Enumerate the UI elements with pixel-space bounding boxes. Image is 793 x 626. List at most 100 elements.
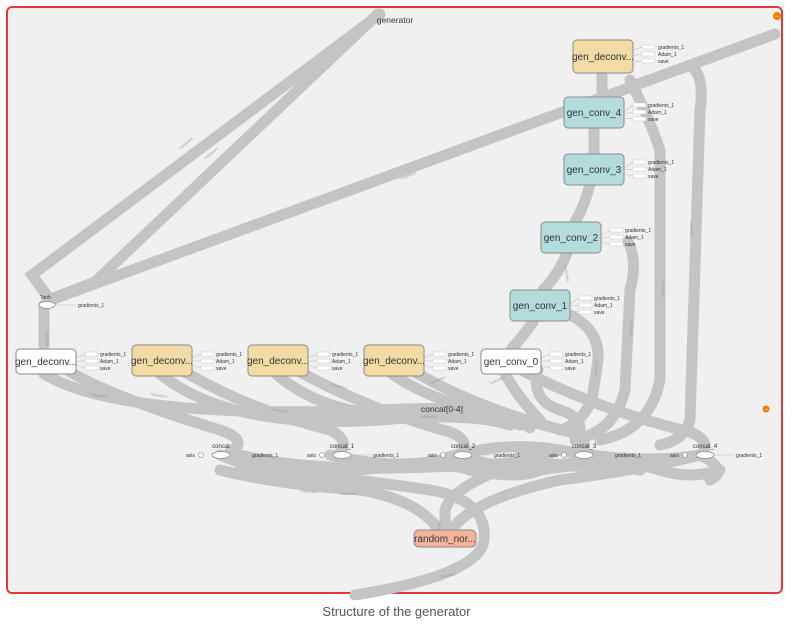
edge-label: ?x64x64x3 (689, 220, 693, 237)
edge (506, 316, 539, 354)
collapse-group-icon-glyph: − (774, 13, 779, 20)
edge-label: ?x64x64x3 (330, 382, 347, 390)
svg-text:gradients_1: gradients_1 (648, 160, 674, 166)
edge (537, 247, 573, 296)
svg-text:save: save (448, 366, 459, 372)
node-label: gen_deconv... (131, 356, 193, 367)
node-label: random_nor... (414, 534, 476, 545)
svg-text:gradients_1: gradients_1 (736, 453, 762, 459)
node-label: gen_deconv... (363, 356, 425, 367)
edge-label: ?x64x64x3 (300, 489, 317, 494)
svg-text:gradients_1: gradients_1 (648, 103, 674, 109)
edge (42, 8, 384, 306)
edge (444, 449, 706, 538)
node-concat-1[interactable]: concat_1 axis gradients_1 (307, 444, 399, 459)
edge-label: ?x64x64x3 (661, 280, 665, 297)
svg-text:gradients_1: gradients_1 (252, 453, 278, 459)
node-gen-conv-2[interactable]: gen_conv_2 (540, 221, 602, 254)
node-concat-3[interactable]: concat_3 axis gradients_1 (549, 444, 641, 459)
node-gen-conv-1[interactable]: gen_conv_1 (509, 289, 571, 322)
node-gen-deconv-row-4[interactable]: gen_deconv... (363, 344, 425, 377)
edge-label: ?x64x64x3 (150, 392, 167, 399)
svg-text:save: save (216, 366, 227, 372)
collapse-group-icon[interactable] (773, 12, 781, 20)
node-gen-deconv-row-2[interactable]: gen_deconv... (131, 344, 193, 377)
node-gen-conv-0[interactable]: gen_conv_0 (480, 348, 542, 375)
edge (24, 8, 386, 303)
node-gen-deconv-row-3[interactable]: gen_deconv... (247, 344, 309, 377)
node-label: gen_deconv... (572, 52, 634, 63)
edge (234, 449, 526, 474)
edge-labels: ?x64x64x3 ?x64x64x3 ?x64x64x3 ?x32x32x6 … (45, 137, 693, 579)
edge (574, 236, 639, 444)
edge (554, 309, 604, 436)
edge (64, 366, 244, 458)
svg-text:Adam_1: Adam_1 (100, 359, 119, 365)
aux-gen-conv-2: gradients_1 Adam_1 save (600, 227, 651, 248)
svg-text:Adam_1: Adam_1 (658, 52, 677, 58)
svg-text:Adam_1: Adam_1 (648, 110, 667, 116)
aux-gen-conv-4: gradients_1 Adam_1 save (623, 102, 674, 123)
aux-gen-deconv-top: gradients_1 Adam_1 save (632, 44, 684, 65)
svg-text:save: save (565, 366, 576, 372)
svg-text:gradients_1: gradients_1 (594, 296, 620, 302)
aux-gen-conv-0: gradients_1 Adam_1 save (540, 351, 591, 372)
node-gen-deconv-row-1[interactable]: gen_deconv... (15, 348, 77, 375)
edge (42, 28, 781, 307)
node-concat-2[interactable]: concat_2 axis gradients_1 (428, 444, 520, 459)
node-label: gen_conv_2 (544, 233, 599, 244)
node-label: gen_deconv... (15, 357, 77, 368)
edge (519, 366, 711, 458)
svg-text:gradients_1: gradients_1 (100, 352, 126, 358)
node-gen-deconv-top[interactable]: gen_deconv... (572, 39, 634, 74)
edge-label: ?x64x64x3 (90, 392, 107, 399)
edge-label: ?x32x32x6 (45, 330, 49, 347)
edge-label: ?x64x64x3 (420, 415, 437, 419)
edge (569, 178, 596, 228)
edge (409, 366, 590, 458)
node-tanh[interactable]: Tanh (38, 295, 56, 309)
svg-text:gradients_1: gradients_1 (658, 45, 684, 51)
svg-text:gradients_1: gradients_1 (494, 453, 520, 459)
graph-edges (24, 8, 781, 600)
svg-text:save: save (648, 174, 659, 180)
svg-text:axis: axis (428, 453, 437, 459)
concat-group-label[interactable]: concat[0-4] (421, 404, 463, 414)
svg-text:save: save (594, 310, 605, 316)
edge (499, 368, 546, 426)
svg-text:gradients_1: gradients_1 (565, 352, 591, 358)
node-gen-conv-4[interactable]: gen_conv_4 (563, 96, 625, 129)
node-label: concat_3 (572, 444, 597, 450)
node-label: concat_4 (693, 444, 718, 450)
edge-label: ?x64x64x3 (489, 375, 506, 386)
svg-text:axis: axis (186, 453, 195, 459)
node-concat-4[interactable]: concat_4 axis gradients_1 (670, 444, 762, 459)
aux-gen-deconv-row-2: gradients_1 Adam_1 save (191, 351, 242, 372)
svg-text:axis: axis (670, 453, 679, 459)
node-gen-conv-3[interactable]: gen_conv_3 (563, 153, 625, 186)
svg-text:save: save (332, 366, 343, 372)
svg-text:Adam_1: Adam_1 (594, 303, 613, 309)
node-label: gen_conv_4 (567, 108, 622, 119)
svg-text:Adam_1: Adam_1 (448, 359, 467, 365)
node-label: concat (212, 444, 230, 450)
node-concat-0[interactable]: concat axis gradients_1 (186, 444, 278, 459)
edge-label: ?x64x64x3 (437, 520, 441, 537)
svg-text:gradients_1: gradients_1 (78, 303, 104, 309)
aux-gen-deconv-row-3: gradients_1 Adam_1 save (307, 351, 358, 372)
svg-text:gradients_1: gradients_1 (625, 228, 651, 234)
svg-text:save: save (648, 117, 659, 123)
node-label: concat_2 (451, 444, 476, 450)
node-random-normal[interactable]: random_nor... (413, 529, 477, 548)
edge (179, 366, 349, 458)
aux-tanh-gradients: gradients_1 (56, 303, 104, 309)
collapse-concat-group-icon[interactable] (762, 405, 770, 413)
svg-text:gradients_1: gradients_1 (332, 352, 358, 358)
edge-label: ?x64x64x3 (399, 171, 416, 181)
aux-gen-deconv-row-1: gradients_1 Adam_1 save (75, 351, 126, 372)
generator-group-title[interactable]: generator (377, 15, 414, 25)
svg-text:Adam_1: Adam_1 (625, 235, 644, 241)
svg-text:save: save (625, 242, 636, 248)
svg-text:gradients_1: gradients_1 (448, 352, 474, 358)
node-label: Tanh (40, 295, 51, 301)
